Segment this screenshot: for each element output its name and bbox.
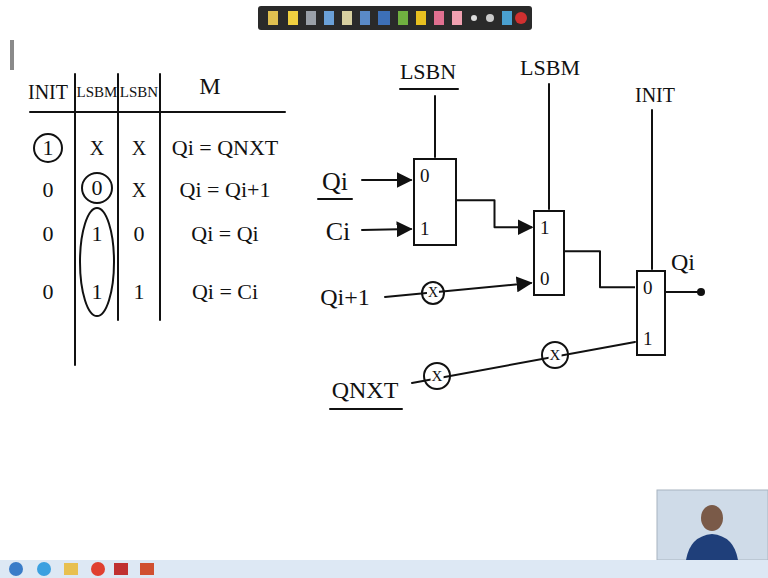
- column-header: LSBM: [77, 85, 118, 100]
- mux-block: 10: [533, 210, 565, 296]
- signal-name: Ci: [326, 219, 351, 245]
- output-dot: [697, 288, 705, 296]
- table-cell: 0: [43, 179, 54, 201]
- table-cell: 1: [92, 281, 103, 303]
- table-cell: 1: [92, 223, 103, 245]
- mux-input-number: 1: [540, 218, 550, 237]
- truth-table-lines: [30, 74, 285, 365]
- column-header: INIT: [28, 82, 68, 102]
- signal-name: Qi: [671, 250, 695, 274]
- table-cell: 1: [134, 281, 145, 303]
- taskbar: [0, 560, 768, 578]
- dont-care-mark: X: [431, 369, 444, 384]
- table-cell: 0: [43, 281, 54, 303]
- column-header: LSBN: [120, 85, 158, 100]
- dont-care-mark: X: [549, 348, 562, 363]
- mux-input-number: 1: [420, 219, 430, 238]
- table-cell: X: [90, 138, 104, 158]
- table-cell: X: [132, 180, 146, 200]
- table-cell: 1: [43, 137, 54, 159]
- mux-input-number: 0: [643, 278, 653, 297]
- webcam-inset: [657, 490, 768, 560]
- pen-toolbar: [258, 6, 532, 30]
- signal-name: LSBN: [400, 61, 456, 83]
- mux-block: 01: [413, 158, 457, 246]
- mux-input-number: 0: [420, 166, 430, 185]
- signal-name: LSBM: [520, 57, 580, 79]
- table-cell: X: [132, 138, 146, 158]
- signal-name: Qi: [322, 169, 348, 195]
- table-cell: Qi = Qi+1: [180, 179, 271, 201]
- signal-name: QNXT: [332, 378, 399, 402]
- wires: [318, 84, 700, 409]
- dont-care-mark: X: [427, 286, 439, 300]
- signal-name: INIT: [635, 85, 675, 105]
- table-cell: 0: [92, 177, 103, 199]
- table-cell: Qi = Ci: [192, 281, 258, 303]
- table-cell: Qi = Qi: [191, 223, 258, 245]
- mux-input-number: 1: [643, 329, 653, 348]
- wire-connector: [565, 251, 635, 287]
- mux-block: 01: [636, 270, 666, 356]
- signal-name: Qi+1: [320, 285, 370, 309]
- table-cell: 0: [43, 223, 54, 245]
- column-header: M: [199, 74, 220, 98]
- mux-input-number: 0: [540, 269, 550, 288]
- table-cell: 0: [134, 223, 145, 245]
- wire-connector: [457, 200, 532, 227]
- table-cell: Qi = QNXT: [172, 137, 279, 159]
- edge-marker: [10, 40, 14, 70]
